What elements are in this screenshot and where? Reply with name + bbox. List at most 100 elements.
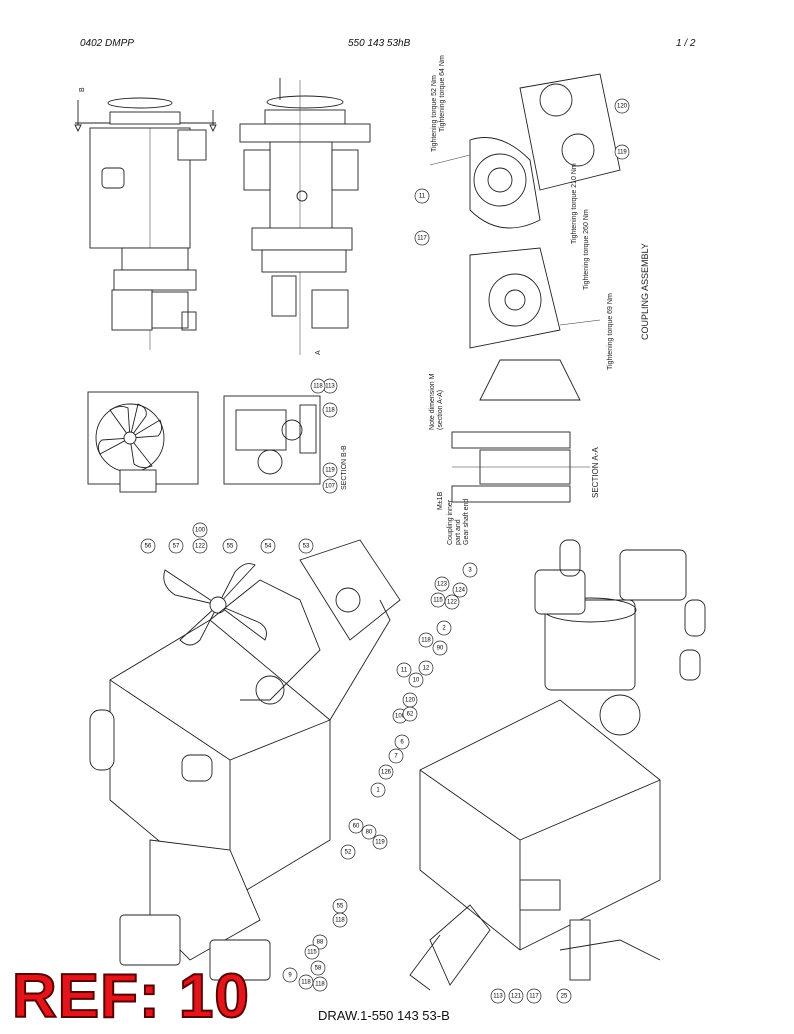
torque-note-64: Tightening torque 64 Nm: [439, 55, 446, 132]
torque-note-69: Tightening torque 69 Nm: [607, 293, 614, 370]
balloon: 113: [490, 988, 506, 1004]
balloon: 122: [192, 538, 208, 554]
svg-text:122: 122: [195, 544, 206, 550]
balloon: 55: [222, 538, 238, 554]
header-page-number: 1 / 2: [676, 38, 696, 49]
balloon: 58: [310, 960, 326, 976]
balloon: 117: [414, 230, 430, 246]
balloon: 119: [372, 834, 388, 850]
svg-text:57: 57: [173, 544, 180, 550]
balloon: 119: [614, 144, 630, 160]
svg-text:11: 11: [419, 194, 426, 200]
balloon: 122: [444, 594, 460, 610]
side-view-left: [74, 97, 217, 350]
balloon: 55: [332, 898, 348, 914]
svg-text:115: 115: [307, 950, 317, 956]
section-bb-view: SECTION B-B: [223, 395, 348, 490]
isometric-view-right: [409, 539, 706, 991]
torque-note-260: Tightening torque 260 Nm: [583, 209, 590, 290]
balloon: 11: [396, 662, 412, 678]
balloon: 80: [361, 824, 377, 840]
balloon: 88: [312, 934, 328, 950]
coupling-inner-sub: part and: [455, 519, 462, 545]
balloon: 60: [348, 818, 364, 834]
svg-text:60: 60: [353, 824, 360, 830]
svg-text:119: 119: [375, 840, 385, 846]
section-aa-label: SECTION A-A: [591, 447, 600, 498]
balloon: 10: [408, 672, 424, 688]
svg-text:52: 52: [345, 850, 352, 856]
balloon: 115: [304, 944, 320, 960]
svg-text:121: 121: [511, 994, 522, 1000]
balloon: 120: [614, 98, 630, 114]
balloon: 118: [418, 632, 434, 648]
svg-text:107: 107: [325, 484, 336, 490]
balloon: 119: [322, 462, 338, 478]
svg-text:2: 2: [442, 626, 446, 632]
balloon: 11: [414, 188, 430, 204]
balloon: 90: [432, 640, 448, 656]
balloon: 12: [418, 660, 434, 676]
drawing-reference: DRAW.1-550 143 53-B: [318, 1008, 450, 1023]
balloon: 115: [430, 592, 446, 608]
svg-text:25: 25: [561, 994, 568, 1000]
section-aa-view: M±1B Coupling inner part and Gear shaft …: [437, 431, 600, 545]
svg-text:56: 56: [145, 544, 152, 550]
svg-text:120: 120: [405, 698, 416, 704]
balloon: 117: [526, 988, 542, 1004]
balloon: 107: [322, 478, 338, 494]
balloon: 118: [332, 912, 348, 928]
svg-text:6: 6: [400, 740, 404, 746]
torque-note-52: Tightening torque 52 Nm: [431, 75, 438, 152]
svg-text:9: 9: [288, 973, 292, 979]
svg-text:55: 55: [227, 544, 234, 550]
balloon: 123: [434, 576, 450, 592]
view-b-marker: B: [79, 87, 86, 92]
svg-text:118: 118: [315, 982, 325, 988]
svg-text:88: 88: [317, 940, 324, 946]
section-bb-label: SECTION B-B: [341, 445, 348, 490]
svg-text:118: 118: [313, 384, 323, 390]
balloon: 7: [388, 748, 404, 764]
note-dimension-label: Note dimension M: [429, 373, 436, 430]
svg-text:55: 55: [337, 904, 344, 910]
svg-text:11: 11: [401, 668, 408, 674]
svg-text:119: 119: [617, 150, 627, 156]
header-part-number: 550 143 53hB: [348, 38, 411, 49]
balloon: 118: [298, 974, 314, 990]
isometric-view-left: [89, 539, 401, 981]
svg-text:124: 124: [455, 588, 466, 594]
svg-text:118: 118: [325, 408, 335, 414]
svg-text:53: 53: [303, 544, 310, 550]
svg-text:3: 3: [468, 568, 472, 574]
svg-text:1: 1: [376, 788, 380, 794]
balloon: 54: [260, 538, 276, 554]
svg-text:118: 118: [301, 980, 311, 986]
front-view-middle: A B: [79, 78, 371, 355]
balloon: 6: [394, 734, 410, 750]
balloon: 25: [556, 988, 572, 1004]
svg-text:10: 10: [413, 678, 420, 684]
svg-text:117: 117: [529, 994, 539, 1000]
svg-text:120: 120: [617, 104, 628, 110]
svg-text:54: 54: [265, 544, 272, 550]
view-a-marker: A: [315, 350, 322, 355]
svg-text:122: 122: [447, 600, 458, 606]
balloon: 118: [322, 402, 338, 418]
coupling-inner-label: Coupling inner: [447, 499, 454, 545]
coupling-assembly-title: COUPLING ASSEMBLY: [640, 243, 650, 340]
balloon: 1: [370, 782, 386, 798]
balloon: 9: [282, 967, 298, 983]
torque-note-210: Tightening torque 210 Nm: [571, 163, 578, 244]
svg-text:62: 62: [407, 712, 414, 718]
gear-shaft-label: Gear shaft end: [463, 499, 470, 545]
ref-stamp: REF: 10: [11, 962, 250, 1031]
balloon: 53: [298, 538, 314, 554]
balloon: 62: [402, 706, 418, 722]
svg-text:7: 7: [394, 754, 398, 760]
svg-text:100: 100: [395, 714, 406, 720]
svg-text:100: 100: [195, 528, 206, 534]
svg-text:113: 113: [325, 384, 335, 390]
balloon: 56: [140, 538, 156, 554]
